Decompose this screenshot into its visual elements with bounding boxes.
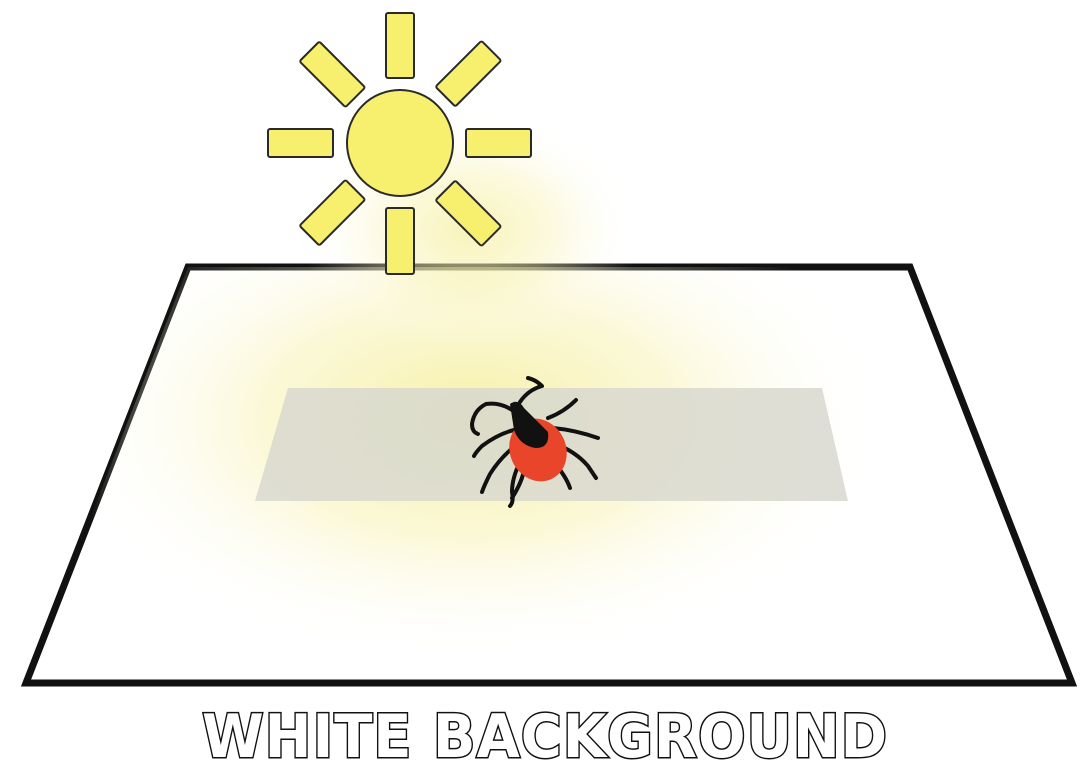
sun-icon: [268, 13, 531, 274]
sun-disc: [347, 90, 453, 196]
caption: WHITE BACKGROUND: [202, 702, 888, 766]
